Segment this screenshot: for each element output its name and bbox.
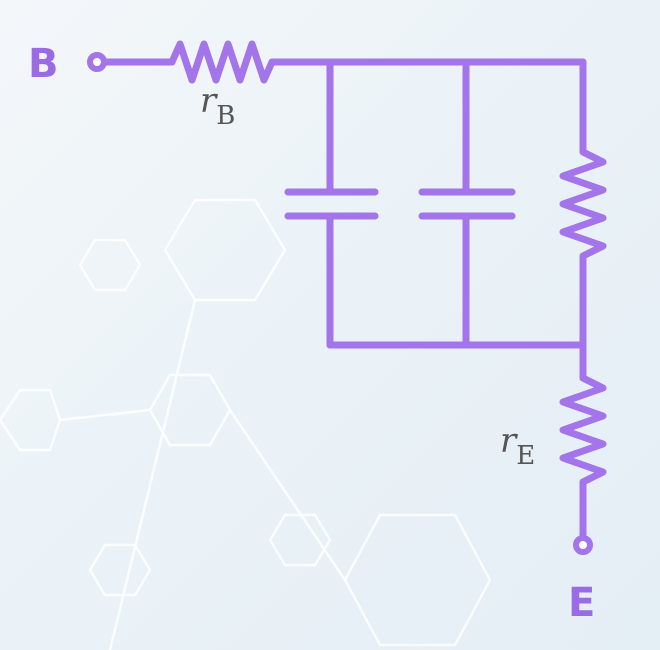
emitter-terminal-label: E — [568, 580, 595, 626]
circuit-wires — [100, 40, 607, 542]
capacitor-1 — [284, 58, 379, 349]
parallel-resistor — [559, 58, 607, 349]
background-hexagons — [0, 198, 492, 650]
re-label: rE — [500, 421, 535, 471]
base-terminal-label: B — [28, 41, 59, 87]
emitter-terminal-node — [573, 535, 593, 555]
base-resistor-rb — [168, 40, 587, 84]
base-terminal-node — [87, 52, 107, 72]
rb-label: rB — [200, 81, 235, 131]
capacitor-2 — [418, 58, 516, 349]
emitter-resistor-re — [559, 341, 607, 542]
